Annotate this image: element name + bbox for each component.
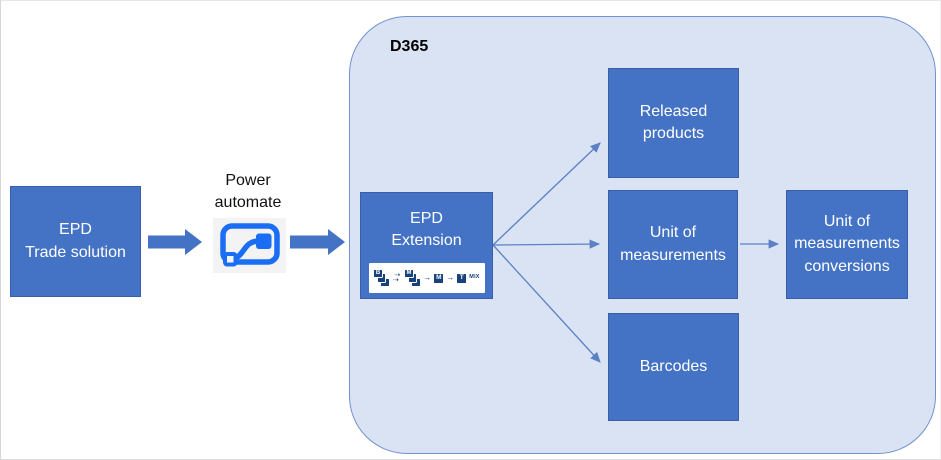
node-epd-extension: EPD Extension B ⇢ ⇢ M → M → T MIX [360,192,493,299]
logo-box-m: M [433,272,445,284]
node-released-products: Released products [608,68,739,178]
logo-arrow-icon: → [446,273,455,282]
connector-arrow-icon [492,142,601,246]
logo-stack-m: M [404,268,421,288]
node-label: Trade solution [25,243,126,261]
connector-arrow-icon [492,244,601,363]
node-epd-trade-solution: EPD Trade solution [10,186,141,297]
logo-stack-b: B [373,268,390,288]
node-unit-of-measurements: Unit of measurements [608,190,738,299]
connector-arrow-icon [492,239,601,249]
logo-arrow-icon: → [423,273,432,282]
node-label: Barcodes [639,357,708,375]
node-label: EPD [410,210,443,227]
epd-product-logo: B ⇢ ⇢ M → M → T MIX [368,263,485,293]
node-label: Unit of [649,224,697,242]
node-label: EPD [59,221,92,239]
d365-label: D365 [390,38,429,55]
node-unit-of-measurements-conversions: Unit of measurements conversions [786,190,908,299]
logo-box-t: T [456,272,468,284]
logo-mix-text: MIX [469,274,480,281]
node-label: measurements [620,246,726,264]
node-label: conversions [804,257,890,275]
power-automate-label: Power automate [214,172,282,211]
block-arrow-icon [148,229,202,255]
logo-dashed-arrow-icon: ⇢ ⇢ [392,272,401,284]
node-label: products [642,125,705,142]
node-label: measurements [794,235,900,253]
node-label: Released [639,102,708,120]
node-barcodes: Barcodes [608,313,739,421]
node-label: Unit of [823,213,871,231]
node-label: Extension [391,232,462,250]
power-automate-icon [213,218,286,273]
block-arrow-icon [290,229,345,255]
